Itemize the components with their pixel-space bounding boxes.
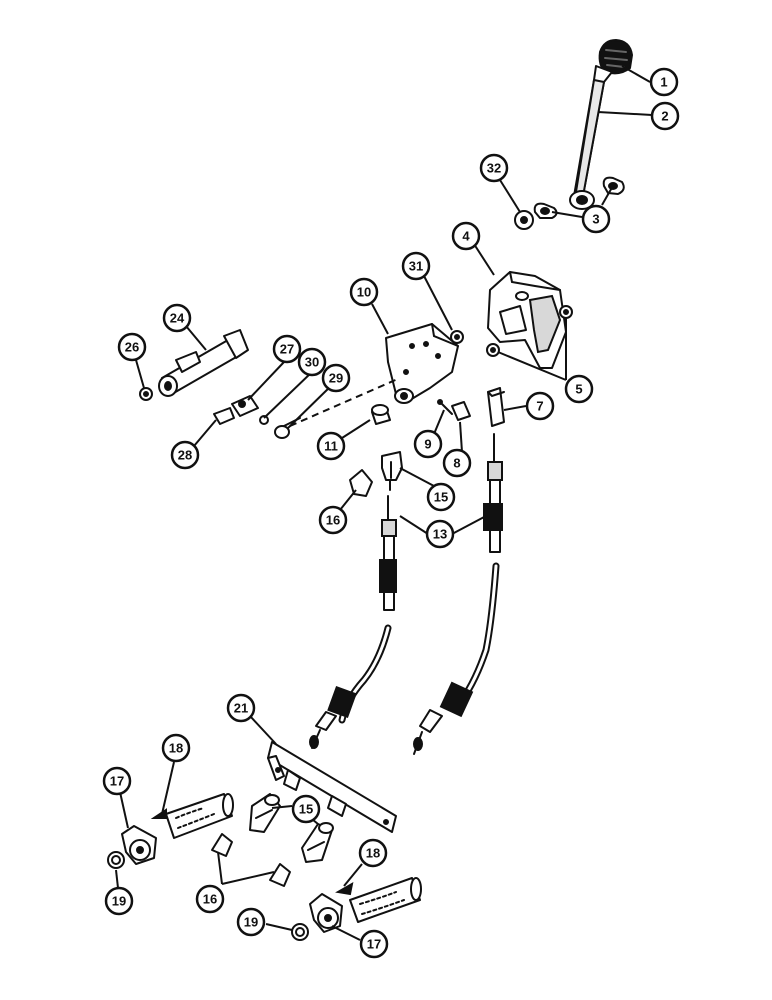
svg-text:27: 27 bbox=[280, 342, 294, 357]
svg-text:17: 17 bbox=[110, 774, 124, 789]
callout-11: 11 bbox=[316, 431, 346, 461]
assembly-line bbox=[289, 377, 401, 427]
callout-26: 26 bbox=[117, 332, 147, 362]
svg-text:19: 19 bbox=[112, 894, 126, 909]
callout-7: 7 bbox=[525, 391, 555, 421]
part-gate-plate bbox=[487, 271, 567, 369]
svg-text:29: 29 bbox=[329, 371, 343, 386]
svg-text:3: 3 bbox=[592, 212, 599, 227]
part-pin-8 bbox=[451, 401, 471, 421]
leader-lines bbox=[115, 65, 653, 941]
part-key-18-upper bbox=[150, 808, 167, 819]
callout-9: 9 bbox=[413, 429, 443, 459]
callout-15-upper: 15 bbox=[426, 482, 456, 512]
svg-text:7: 7 bbox=[536, 399, 543, 414]
part-shaft-upper bbox=[165, 793, 234, 839]
part-nut-26 bbox=[139, 387, 153, 401]
svg-text:5: 5 bbox=[575, 382, 582, 397]
part-cable-right bbox=[413, 433, 503, 755]
svg-text:24: 24 bbox=[170, 311, 185, 326]
part-washer-30 bbox=[259, 415, 269, 425]
svg-text:17: 17 bbox=[367, 937, 381, 952]
part-nut-31 bbox=[450, 330, 464, 344]
part-bushing-32 bbox=[514, 210, 534, 230]
callout-29: 29 bbox=[321, 363, 351, 393]
part-bracket-plate bbox=[385, 323, 459, 404]
svg-text:26: 26 bbox=[125, 340, 139, 355]
callout-24: 24 bbox=[162, 303, 192, 333]
callout-2: 2 bbox=[650, 101, 680, 131]
part-clip-16-upper bbox=[349, 469, 373, 497]
part-cable-left bbox=[309, 495, 397, 749]
callout-19-lower: 19 bbox=[236, 907, 266, 937]
svg-text:15: 15 bbox=[434, 490, 448, 505]
callout-13: 13 bbox=[425, 519, 455, 549]
callout-10: 10 bbox=[349, 277, 379, 307]
svg-text:4: 4 bbox=[462, 229, 470, 244]
callout-18-lower: 18 bbox=[358, 838, 388, 868]
part-clip-28 bbox=[213, 407, 235, 425]
svg-text:32: 32 bbox=[487, 161, 501, 176]
part-lever-17-lower bbox=[309, 893, 343, 933]
part-clevis-15-lower-a bbox=[249, 793, 281, 833]
svg-text:28: 28 bbox=[178, 448, 192, 463]
callout-21: 21 bbox=[226, 693, 256, 723]
part-key-18-lower bbox=[335, 882, 354, 896]
svg-text:18: 18 bbox=[366, 846, 380, 861]
svg-text:18: 18 bbox=[169, 741, 183, 756]
part-nuts-5 bbox=[486, 305, 573, 357]
callout-4: 4 bbox=[451, 221, 481, 251]
callout-30: 30 bbox=[297, 347, 327, 377]
svg-text:2: 2 bbox=[661, 109, 668, 124]
part-clip-16-lower-a bbox=[211, 833, 233, 857]
callout-1: 1 bbox=[649, 67, 679, 97]
callout-17-upper: 17 bbox=[102, 766, 132, 796]
part-block-7 bbox=[487, 387, 505, 427]
callout-31: 31 bbox=[401, 251, 431, 281]
part-clevis-15-lower-b bbox=[301, 822, 334, 863]
part-ring-19-lower bbox=[291, 923, 309, 941]
svg-text:19: 19 bbox=[244, 915, 258, 930]
callout-32: 32 bbox=[479, 153, 509, 183]
svg-text:31: 31 bbox=[409, 259, 423, 274]
svg-text:13: 13 bbox=[433, 527, 447, 542]
callout-15-lower: 15 bbox=[291, 794, 321, 824]
svg-text:8: 8 bbox=[453, 456, 460, 471]
svg-text:1: 1 bbox=[660, 75, 667, 90]
callout-19-upper: 19 bbox=[104, 886, 134, 916]
part-lever-arm bbox=[569, 65, 613, 210]
part-link-27 bbox=[231, 395, 259, 417]
callout-28: 28 bbox=[170, 440, 200, 470]
part-shaft-24 bbox=[158, 329, 249, 397]
part-clip-16-lower-b bbox=[269, 863, 291, 887]
part-ring-19-upper bbox=[107, 851, 125, 869]
callout-3: 3 bbox=[581, 204, 611, 234]
callout-16-upper: 16 bbox=[318, 505, 348, 535]
callout-18-upper: 18 bbox=[161, 733, 191, 763]
callout-27: 27 bbox=[272, 334, 302, 364]
svg-text:10: 10 bbox=[357, 285, 371, 300]
svg-text:21: 21 bbox=[234, 701, 248, 716]
callout-17-lower: 17 bbox=[359, 929, 389, 959]
svg-text:30: 30 bbox=[305, 355, 319, 370]
part-clevis-15-upper bbox=[381, 451, 403, 491]
svg-text:9: 9 bbox=[424, 437, 431, 452]
svg-text:11: 11 bbox=[324, 439, 338, 454]
svg-text:16: 16 bbox=[203, 892, 217, 907]
part-shaft-lower bbox=[349, 877, 422, 923]
part-mounting-bar bbox=[267, 741, 397, 833]
part-lever-17-upper bbox=[121, 825, 157, 865]
svg-text:16: 16 bbox=[326, 513, 340, 528]
part-pin-9 bbox=[437, 399, 453, 415]
svg-text:15: 15 bbox=[299, 802, 313, 817]
callout-16-lower: 16 bbox=[195, 884, 225, 914]
callout-8: 8 bbox=[442, 448, 472, 478]
callout-5: 5 bbox=[564, 374, 594, 404]
part-bushing-11 bbox=[371, 404, 391, 425]
